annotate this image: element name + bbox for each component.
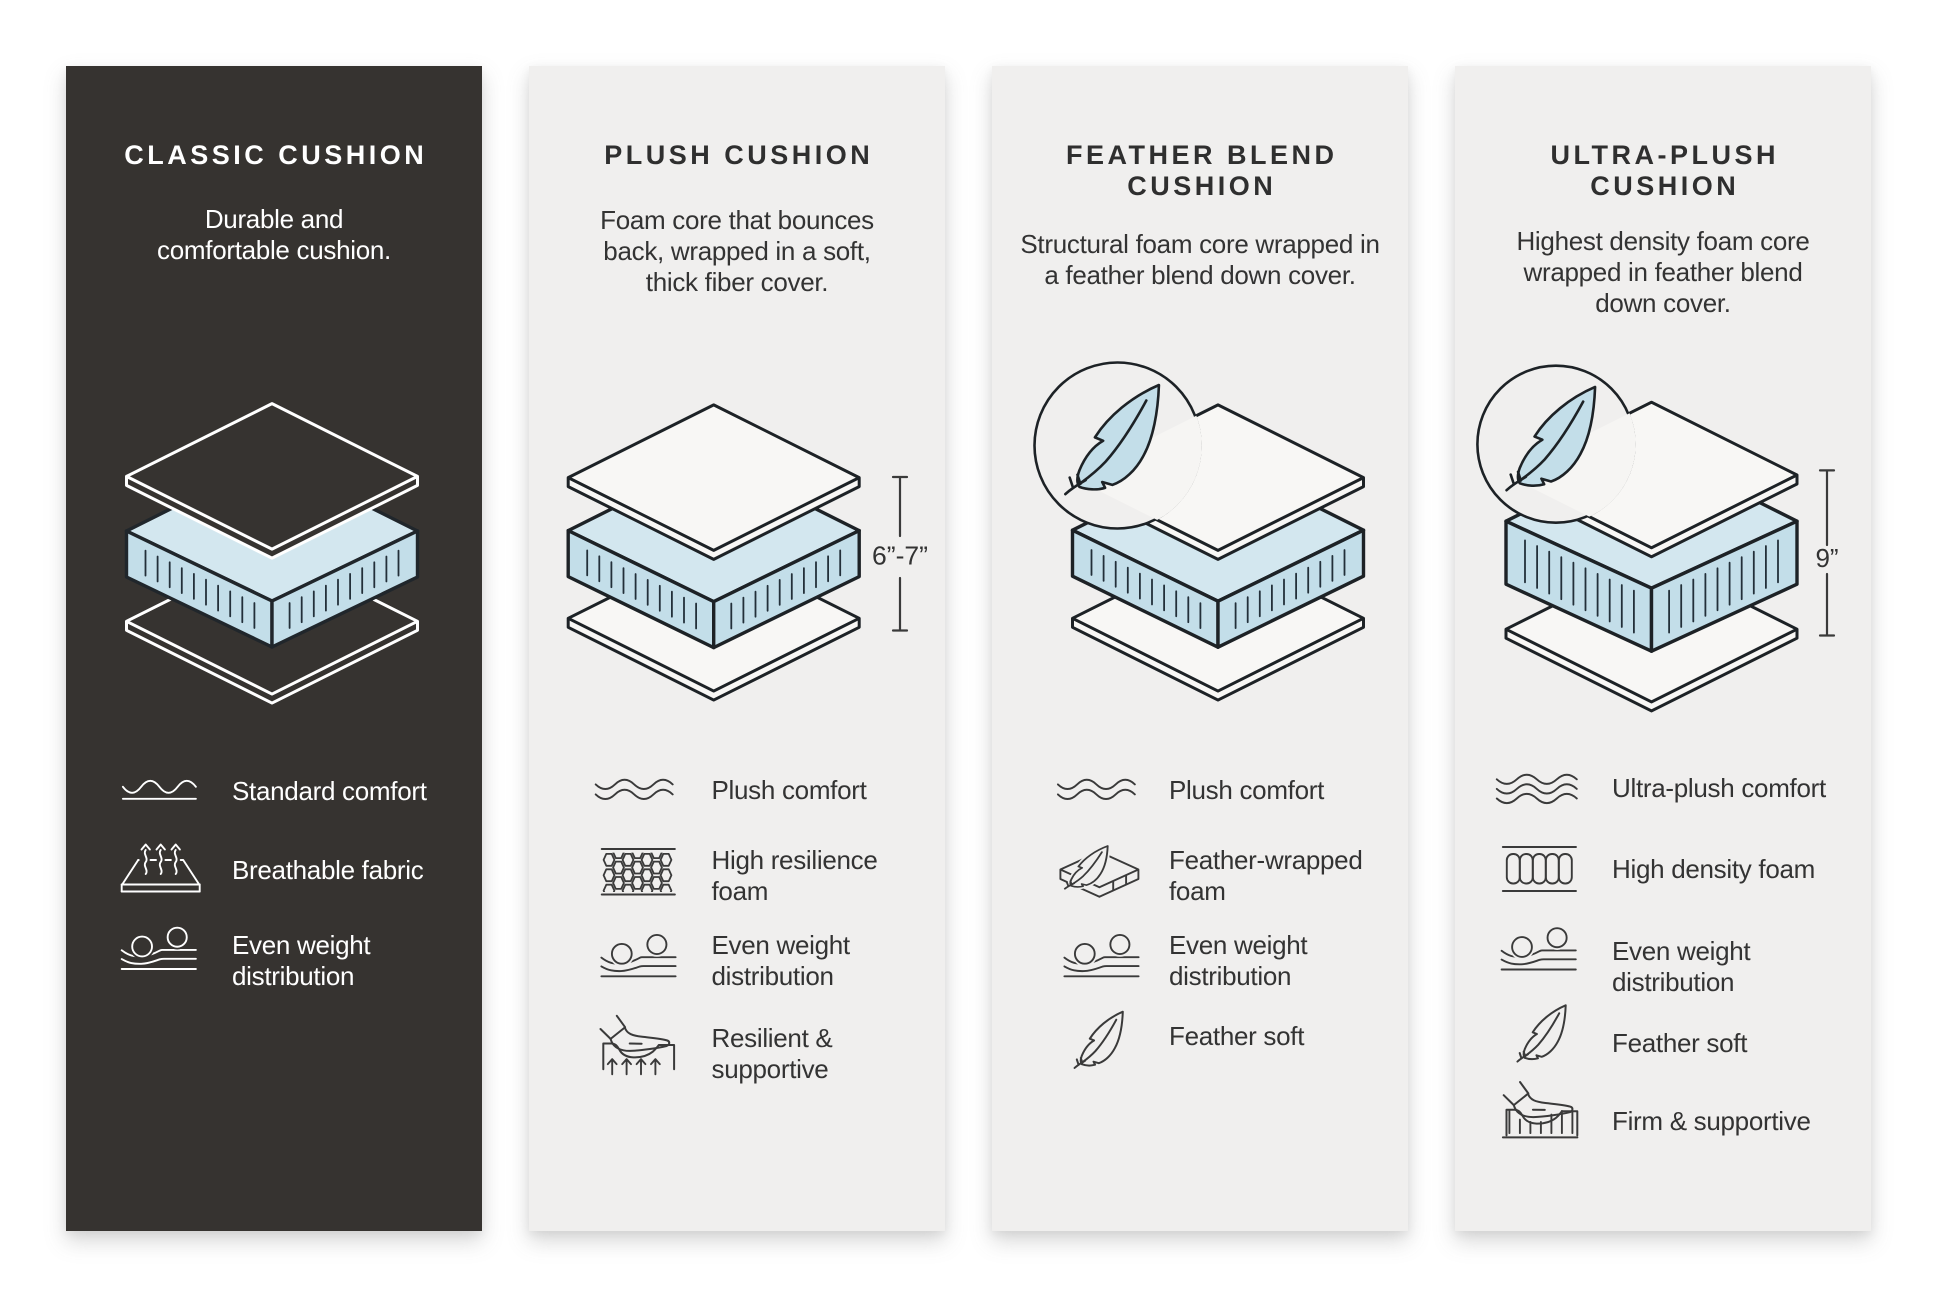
svg-text:6”-7”: 6”-7” — [872, 540, 928, 570]
svg-text:9”: 9” — [1815, 543, 1838, 573]
